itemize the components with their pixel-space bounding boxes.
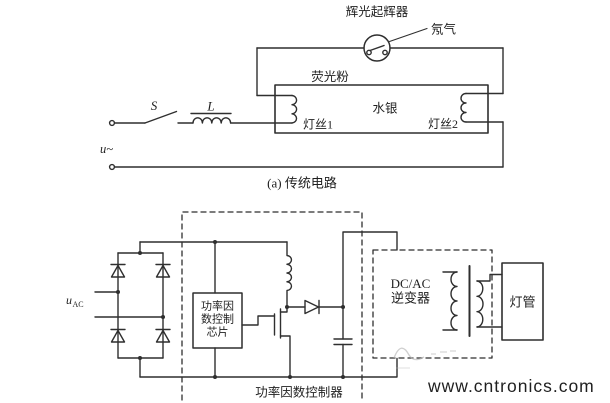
svg-text:芯片: 芯片 xyxy=(207,325,229,339)
output-capacitor xyxy=(333,306,353,378)
dc-bottom-rail xyxy=(139,357,398,378)
terminal-top xyxy=(108,119,116,127)
mosfet xyxy=(273,306,291,378)
pfc-circuit-labels: uAC 功率因 数控制 芯片 功率因数控制器 DC/AC 逆变器 灯管 xyxy=(66,276,536,400)
starter-label: 辉光起辉器 xyxy=(346,5,409,19)
svg-text:数控制: 数控制 xyxy=(201,312,234,326)
terminal-bottom xyxy=(108,163,116,171)
mercury-label: 水银 xyxy=(372,102,398,116)
junction-dots xyxy=(116,240,345,379)
starter-loop-wires xyxy=(113,47,504,168)
inductor-label: L xyxy=(206,99,214,114)
filament-1-coil xyxy=(291,94,298,124)
ballast-inductor xyxy=(190,112,293,124)
lamp-label: 灯管 xyxy=(509,295,535,310)
pfc-chip-label: 功率因 数控制 芯片 xyxy=(201,299,234,339)
neon-label: 氖气 xyxy=(431,22,457,37)
filament-2-label: 灯丝2 xyxy=(428,117,458,131)
traditional-circuit xyxy=(108,27,504,171)
inverter-dashed-box xyxy=(372,249,493,359)
pfc-circuit xyxy=(94,211,544,401)
ac-source-label: u~ xyxy=(100,142,113,156)
neon-pointer-line xyxy=(388,27,428,43)
ac-input-label: uAC xyxy=(66,293,84,309)
filament-1-label: 灯丝1 xyxy=(303,118,333,132)
pfc-controller-dashed-box xyxy=(181,211,363,401)
pfc-chip xyxy=(192,241,276,378)
bridge-diode-top-left xyxy=(110,263,126,278)
bridge-diode-top-right xyxy=(155,263,171,278)
pfc-controller-label: 功率因数控制器 xyxy=(255,385,343,400)
bridge-diode-bottom-right xyxy=(155,328,171,343)
bridge-diode-bottom-left xyxy=(110,328,126,343)
faint-watermark-figure xyxy=(393,347,456,369)
traditional-caption: (a) 传统电路 xyxy=(267,176,337,191)
svg-text:功率因: 功率因 xyxy=(201,299,234,313)
switch-label: S xyxy=(151,98,158,113)
bridge-rectifier xyxy=(110,241,171,378)
phosphor-label: 荧光粉 xyxy=(311,69,349,84)
filament-2-coil xyxy=(460,92,467,123)
boost-diode xyxy=(286,299,344,315)
glow-starter xyxy=(363,34,391,62)
dc-link-wire xyxy=(342,231,398,308)
inverter-label-line2: 逆变器 xyxy=(391,291,430,306)
inverter-label-line1: DC/AC xyxy=(391,276,431,291)
boost-inductor xyxy=(286,241,293,308)
site-watermark: www.cntronics.com xyxy=(427,376,595,396)
fluorescent-tube xyxy=(274,84,489,134)
lamp-box xyxy=(501,262,544,341)
traditional-circuit-labels: 辉光起辉器 氖气 荧光粉 水银 灯丝1 灯丝2 S L u~ (a) 传统电路 xyxy=(100,5,458,191)
switch-s xyxy=(113,110,194,124)
transformer xyxy=(442,265,503,337)
